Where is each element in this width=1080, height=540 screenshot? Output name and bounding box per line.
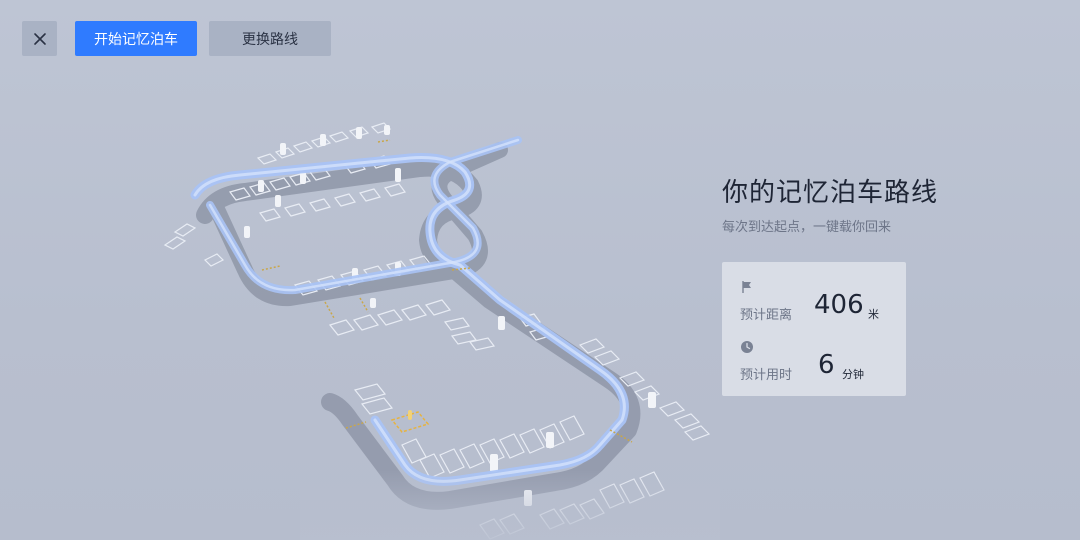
start-memory-parking-button[interactable]: 开始记忆泊车 [75, 21, 197, 56]
distance-value: 406 [814, 290, 864, 320]
close-icon [33, 32, 46, 45]
destination-spot-marker [390, 410, 430, 433]
duration-unit: 分钟 [842, 368, 864, 381]
distance-label: 预计距离 [740, 308, 793, 323]
memory-route [190, 136, 629, 486]
route-title: 你的记忆泊车路线 [722, 178, 939, 208]
duration-label: 预计用时 [740, 368, 793, 383]
route-checkpoints [261, 139, 633, 443]
close-button[interactable] [22, 21, 57, 56]
flag-icon [742, 281, 751, 293]
clock-icon [741, 341, 753, 353]
road-network [196, 142, 641, 510]
route-subtitle: 每次到达起点，一键载你回来 [722, 220, 892, 235]
duration-value: 6 [818, 350, 835, 380]
distance-unit: 米 [868, 308, 879, 321]
change-route-button[interactable]: 更换路线 [209, 21, 331, 56]
route-estimate-card: 预计距离 406 米 预计用时 6 分钟 [722, 262, 906, 396]
